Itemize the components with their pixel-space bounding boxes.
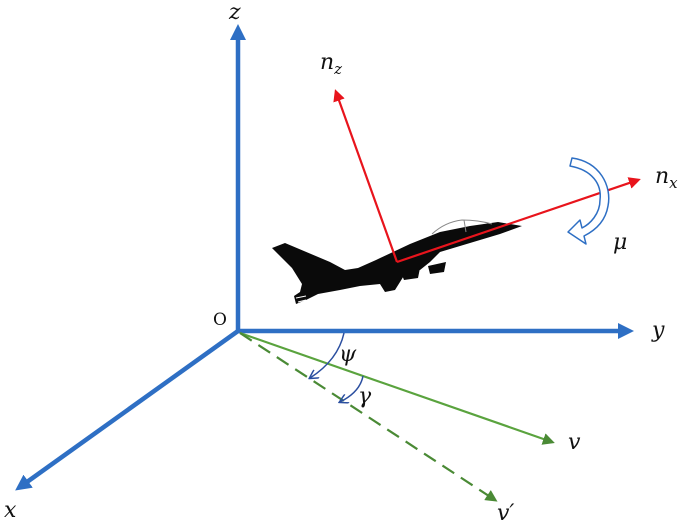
psi-label: ψ	[339, 342, 357, 367]
gamma-angle-arc	[340, 375, 364, 402]
nx-label-base: n	[655, 164, 670, 189]
nx-axis	[396, 177, 641, 264]
nx-label-sub: x	[669, 174, 678, 192]
x-axis-label: x	[4, 498, 17, 523]
nx-label: nx	[655, 166, 678, 191]
psi-angle-arc	[310, 332, 345, 378]
velocity-v-vector	[239, 331, 555, 445]
y-axis-label: y	[652, 318, 665, 343]
z-axis-label: z	[229, 0, 241, 25]
origin-label: O	[213, 310, 227, 330]
nz-label-sub: z	[334, 60, 343, 78]
velocity-v-label: v	[568, 430, 581, 455]
nz-label: nz	[320, 52, 342, 77]
x-axis	[15, 329, 240, 491]
roll-angle-label: μ	[613, 230, 628, 255]
gamma-label: γ	[358, 384, 372, 409]
velocity-v-prime-vector	[239, 332, 498, 502]
aircraft-silhouette	[272, 219, 522, 304]
roll-rotation-icon	[567, 157, 610, 245]
velocity-v-prime-label: v′	[497, 501, 515, 526]
nz-label-base: n	[320, 50, 335, 75]
nz-axis	[333, 89, 399, 263]
